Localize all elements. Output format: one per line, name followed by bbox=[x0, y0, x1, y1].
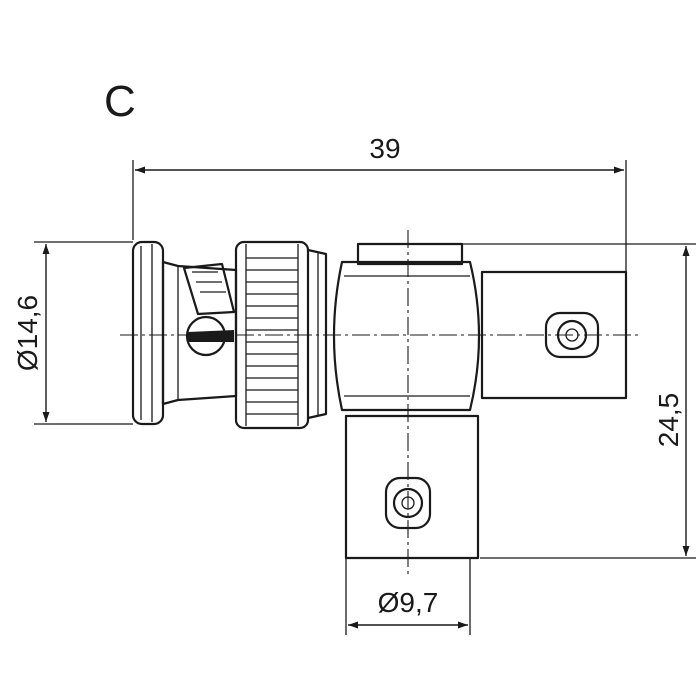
dimension-plug-diameter-label: Ø14,6 bbox=[12, 295, 43, 371]
tee-body bbox=[332, 242, 628, 560]
dimension-overall-length: 39 bbox=[132, 133, 627, 272]
knurl-lines bbox=[246, 257, 298, 415]
dimension-plug-diameter: Ø14,6 bbox=[12, 241, 133, 425]
dimension-port-diameter-label: Ø9,7 bbox=[378, 587, 439, 618]
bnc-plug bbox=[131, 240, 328, 430]
dimension-height: 24,5 bbox=[462, 243, 696, 559]
dimension-height-label: 24,5 bbox=[653, 393, 684, 448]
view-label: C bbox=[104, 77, 136, 126]
dimension-overall-length-label: 39 bbox=[369, 133, 400, 164]
dimension-port-diameter: Ø9,7 bbox=[345, 558, 471, 635]
